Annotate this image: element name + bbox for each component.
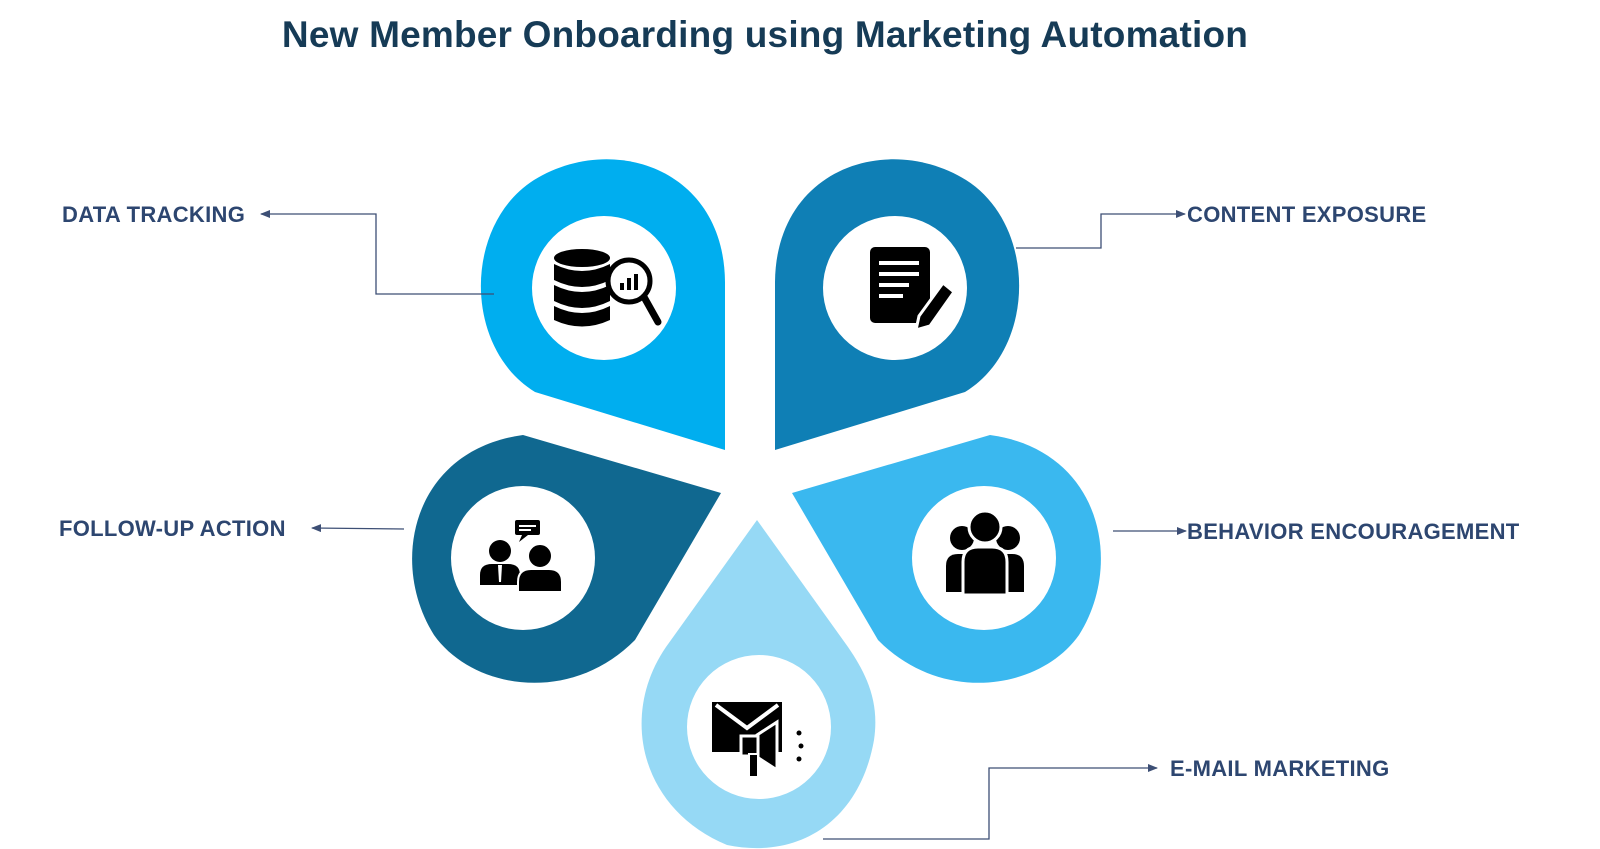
label-follow-up-action: FOLLOW-UP ACTION bbox=[59, 516, 286, 541]
circle-follow-up-action bbox=[451, 486, 595, 630]
database-analytics-icon bbox=[554, 249, 662, 327]
page-title: New Member Onboarding using Marketing Au… bbox=[281, 14, 1249, 55]
document-edit-icon bbox=[870, 247, 957, 333]
connector-content-exposure bbox=[1016, 210, 1186, 249]
email-megaphone-icon bbox=[712, 702, 804, 778]
group-people-icon bbox=[946, 509, 1024, 597]
connector-email-marketing bbox=[823, 764, 1158, 840]
label-content-exposure: CONTENT EXPOSURE bbox=[1187, 202, 1427, 227]
label-email-marketing: E-MAIL MARKETING bbox=[1170, 756, 1390, 781]
label-behavior-encouragement: BEHAVIOR ENCOURAGEMENT bbox=[1187, 519, 1520, 544]
connector-data-tracking bbox=[260, 210, 494, 295]
connector-follow-up-action bbox=[311, 524, 405, 533]
meeting-chat-icon bbox=[480, 520, 563, 593]
label-data-tracking: DATA TRACKING bbox=[62, 202, 245, 227]
